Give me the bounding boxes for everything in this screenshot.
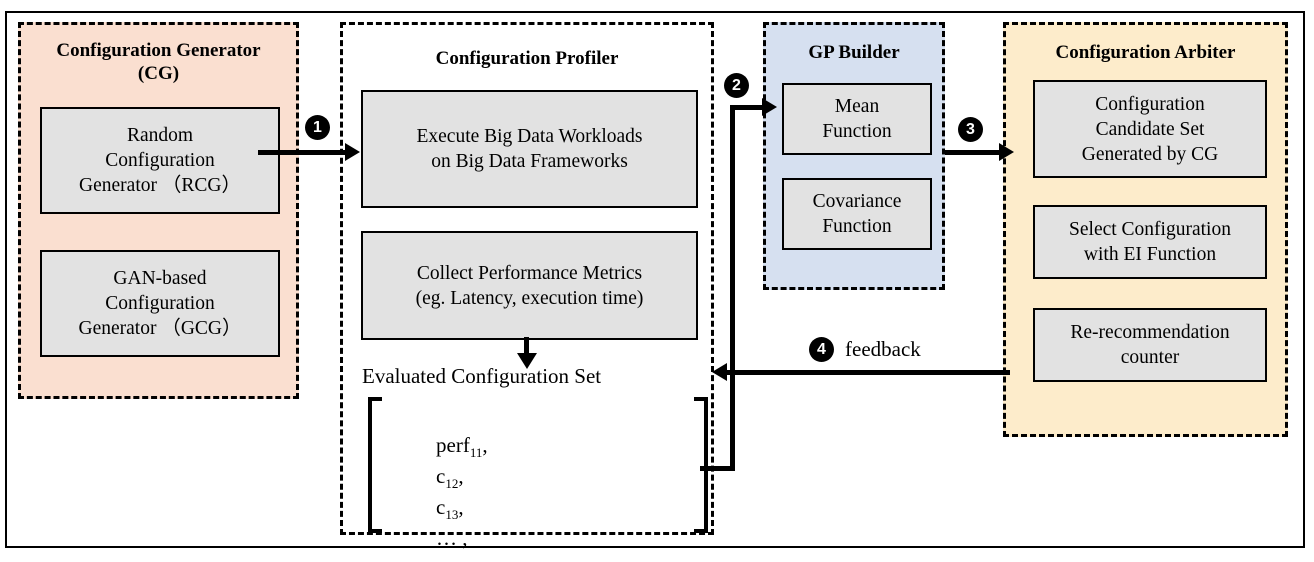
node-line-1: GAN-based (113, 268, 207, 289)
panel-title-line1: Configuration Generator (56, 40, 261, 61)
arrow-1-line (258, 150, 348, 155)
node-line-2: Function (822, 121, 892, 142)
node-line-1: Covariance (812, 191, 902, 212)
arrow-2-segment-top (730, 105, 765, 110)
node-line-1: Select Configuration (1069, 219, 1231, 240)
matrix-bracket-left (368, 397, 382, 533)
arrow-4-line (725, 370, 1010, 375)
panel-gp-builder: GP Builder Mean Function Covariance Func… (763, 22, 945, 290)
node-line-2: (eg. Latency, execution time) (415, 287, 644, 309)
panel-title-gp-builder: GP Builder (766, 41, 942, 64)
node-line-1: Re-recommendation (1070, 322, 1230, 343)
matrix-cell: c (436, 495, 446, 519)
arrow-4-badge: 4 (809, 337, 834, 362)
matrix-cell: c (436, 557, 445, 562)
node-line-1: Execute Big Data Workloads (416, 126, 643, 147)
node-line-1: Collect Performance Metrics (416, 262, 643, 284)
node-re-recommendation-counter[interactable]: Re-recommendation counter (1033, 308, 1267, 382)
panel-title-line1: Configuration Arbiter (1055, 42, 1236, 63)
node-line-1: Mean (834, 96, 880, 117)
node-collect-performance-metrics[interactable]: Collect Performance Metrics (eg. Latency… (361, 231, 698, 340)
matrix-cell-sub: 12 (445, 476, 459, 492)
matrix-bracket-right (694, 397, 708, 533)
matrix-cell-sub: 13 (445, 507, 459, 523)
arrow-2-badge: 2 (724, 73, 749, 98)
panel-title-configuration-profiler: Configuration Profiler (343, 47, 711, 70)
node-line-3: Generated by CG (1081, 143, 1219, 165)
arrow-4-label: feedback (845, 337, 921, 361)
node-line-3: Generator （RCG） (79, 175, 241, 196)
node-line-2: Configuration (105, 150, 215, 171)
node-select-configuration-ei[interactable]: Select Configuration with EI Function (1033, 205, 1267, 279)
node-line-1: Configuration (1095, 93, 1205, 115)
panel-title-configuration-generator: Configuration Generator (CG) (21, 39, 296, 85)
node-line-2: with EI Function (1083, 244, 1217, 265)
node-mean-function[interactable]: Mean Function (782, 83, 932, 155)
node-line-2: counter (1120, 347, 1180, 368)
arrow-1-badge: 1 (305, 115, 330, 140)
panel-configuration-generator: Configuration Generator (CG) Random Conf… (18, 22, 299, 399)
arrow-2-head (762, 98, 777, 116)
evaluated-configuration-set-label: Evaluated Configuration Set (362, 364, 602, 388)
evaluated-configuration-matrix: perf11, c12, c13, … , c1n perf21, c22, c… (368, 397, 708, 562)
node-gan-based-configuration-generator[interactable]: GAN-based Configuration Generator （GCG） (40, 250, 280, 357)
panel-title-line1: Configuration Profiler (435, 48, 619, 69)
matrix-row: perf11, c12, c13, … , c1n (394, 399, 682, 562)
matrix-cell-sub: 11 (469, 445, 483, 461)
arrow-collect-to-set-stem (524, 337, 529, 357)
node-line-2: on Big Data Frameworks (431, 151, 628, 172)
matrix-cell: perf (436, 433, 470, 457)
panel-configuration-arbiter: Configuration Arbiter Configuration Cand… (1003, 22, 1288, 437)
node-line-2: Candidate Set (1095, 118, 1205, 140)
matrix-cell: c (436, 464, 446, 488)
node-line-2: Function (822, 216, 892, 237)
arrow-1-head (345, 143, 360, 161)
arrow-3-badge: 3 (958, 117, 983, 142)
node-line-3: Generator （GCG） (78, 318, 242, 339)
arrow-collect-to-set-head (517, 353, 537, 369)
panel-configuration-profiler: Configuration Profiler Execute Big Data … (340, 22, 714, 535)
arrow-2-segment-vertical (730, 105, 735, 468)
panel-title-configuration-arbiter: Configuration Arbiter (1006, 41, 1285, 64)
arrow-2-segment-bottom (700, 466, 735, 471)
panel-title-line1: GP Builder (808, 42, 900, 63)
matrix-ellipsis: … , (436, 526, 468, 550)
node-execute-big-data-workloads[interactable]: Execute Big Data Workloads on Big Data F… (361, 90, 698, 208)
panel-title-line2: (CG) (137, 63, 180, 84)
node-configuration-candidate-set[interactable]: Configuration Candidate Set Generated by… (1033, 80, 1267, 178)
node-covariance-function[interactable]: Covariance Function (782, 178, 932, 250)
arrow-4-head (712, 363, 727, 381)
node-line-2: Configuration (105, 293, 215, 314)
node-line-1: Random (126, 125, 194, 146)
arrow-3-line (945, 150, 1005, 155)
node-random-configuration-generator[interactable]: Random Configuration Generator （RCG） (40, 107, 280, 214)
arrow-3-head (999, 143, 1014, 161)
